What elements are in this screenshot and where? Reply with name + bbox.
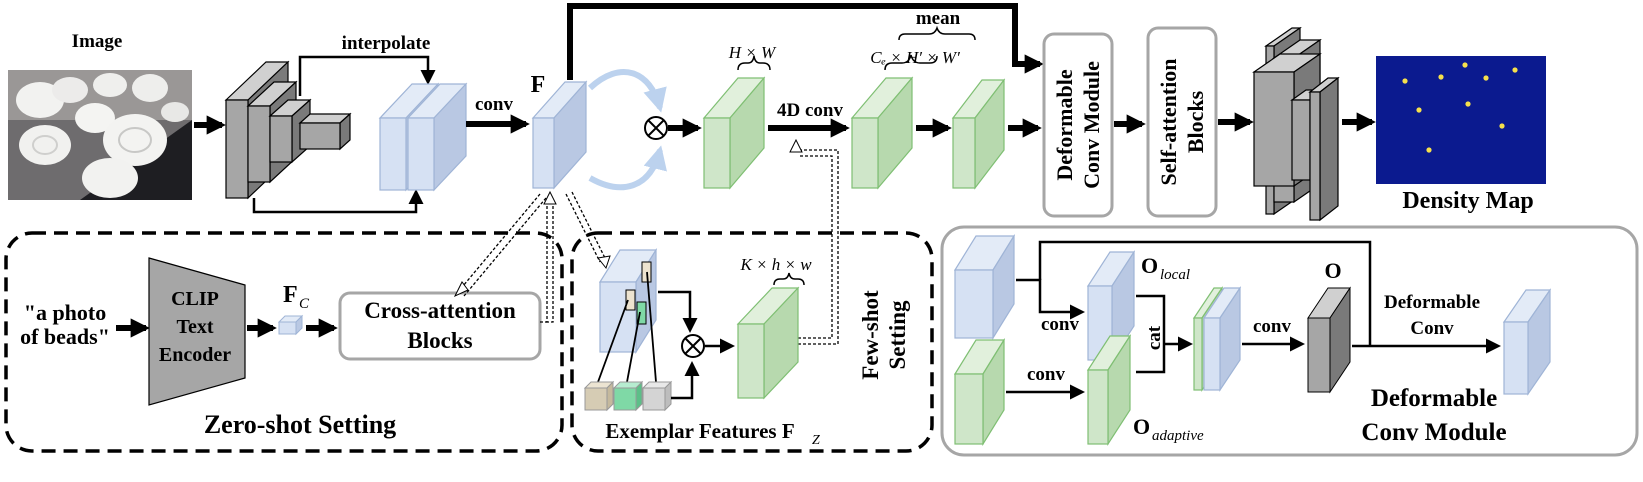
O-adaptive-subscript: adaptive [1152,428,1204,444]
deformable-conv-label-1: Deformable [1384,292,1480,313]
module-output [1502,288,1552,396]
prompt-line-2: of beads" [20,324,110,349]
self-attention-label-2: Blocks [1183,90,1208,153]
module-input-blue [953,233,1016,341]
density-map-label: Density Map [1402,188,1533,214]
O-label: O [1324,258,1341,283]
clip-label-1: CLIP [171,288,219,310]
clip-label-3: Encoder [159,344,231,366]
zero-shot-region [4,231,564,453]
self-attention-blocks-box [1146,26,1218,218]
decoder-stack [1252,26,1340,222]
exemplar-features [583,380,673,412]
few-shot-region [570,231,934,453]
zero-shot-label: Zero-shot Setting [204,410,396,439]
Fc-subscript: C [299,296,310,312]
4d-conv-label: 4D conv [777,100,843,121]
interpolate-label: interpolate [342,33,431,54]
correlation-operator [644,116,668,140]
exemplar-features-subscript: Z [812,433,820,448]
Fc-label: F [283,282,298,308]
deformable-module-detail-box [940,225,1639,457]
O-adaptive-label: O [1133,414,1150,439]
upsampled-features [378,82,468,192]
4d-conv-output [850,76,914,190]
offset-O [1307,286,1351,394]
feature-map-F [531,80,588,190]
exemplar-features-label: Exemplar Features F [605,419,794,443]
cross-attention-label-2: Blocks [407,328,472,353]
backbone-encoder [224,60,352,200]
mean-label: mean [916,8,961,29]
ce-hw-dim-label: Cₑ × H′ × W′ [870,48,960,67]
deformable-conv-label-2: Conv [1410,318,1454,339]
conv-label-top: conv [475,94,514,115]
density-map [1376,56,1546,184]
clip-label-2: Text [176,316,213,338]
cross-attention-blocks-box [338,291,542,361]
cat-label: cat [1144,325,1165,350]
module-title-2: Conv Module [1361,419,1506,446]
O-local-label: O [1141,253,1158,278]
self-attention-label-1: Self-attention [1156,58,1181,185]
khw-dim-label: K × h × w [739,255,812,274]
few-shot-label-1: Few-shot [858,290,883,380]
exemplar-correlation-map [736,286,800,400]
text-feature-Fc [277,314,304,336]
deformable-label-1: Deformable [1052,69,1077,180]
few-shot-label-2: Setting [885,300,910,370]
conv-label-c: conv [1253,316,1292,337]
similarity-map [702,76,766,190]
image-label: Image [72,31,123,52]
O-local-subscript: local [1160,267,1190,283]
module-input-green [953,337,1006,447]
conv-label-a: conv [1041,314,1080,335]
deformable-conv-module-box [1042,32,1114,218]
hw-dim-label: H × W [728,43,777,62]
input-image [8,70,192,200]
deformable-label-2: Conv Module [1079,61,1104,189]
cross-attention-label-1: Cross-attention [364,298,516,323]
F-label: F [531,72,546,98]
few-shot-correlation [681,334,705,358]
clip-text-encoder [148,257,246,406]
mean-pooled-feature [951,78,1006,190]
conv-label-b: conv [1027,364,1066,385]
concatenated-feature [1192,286,1242,392]
module-title-1: Deformable [1371,385,1497,412]
prompt-line-1: "a photo [24,300,107,325]
O-adaptive-feature [1086,333,1132,447]
